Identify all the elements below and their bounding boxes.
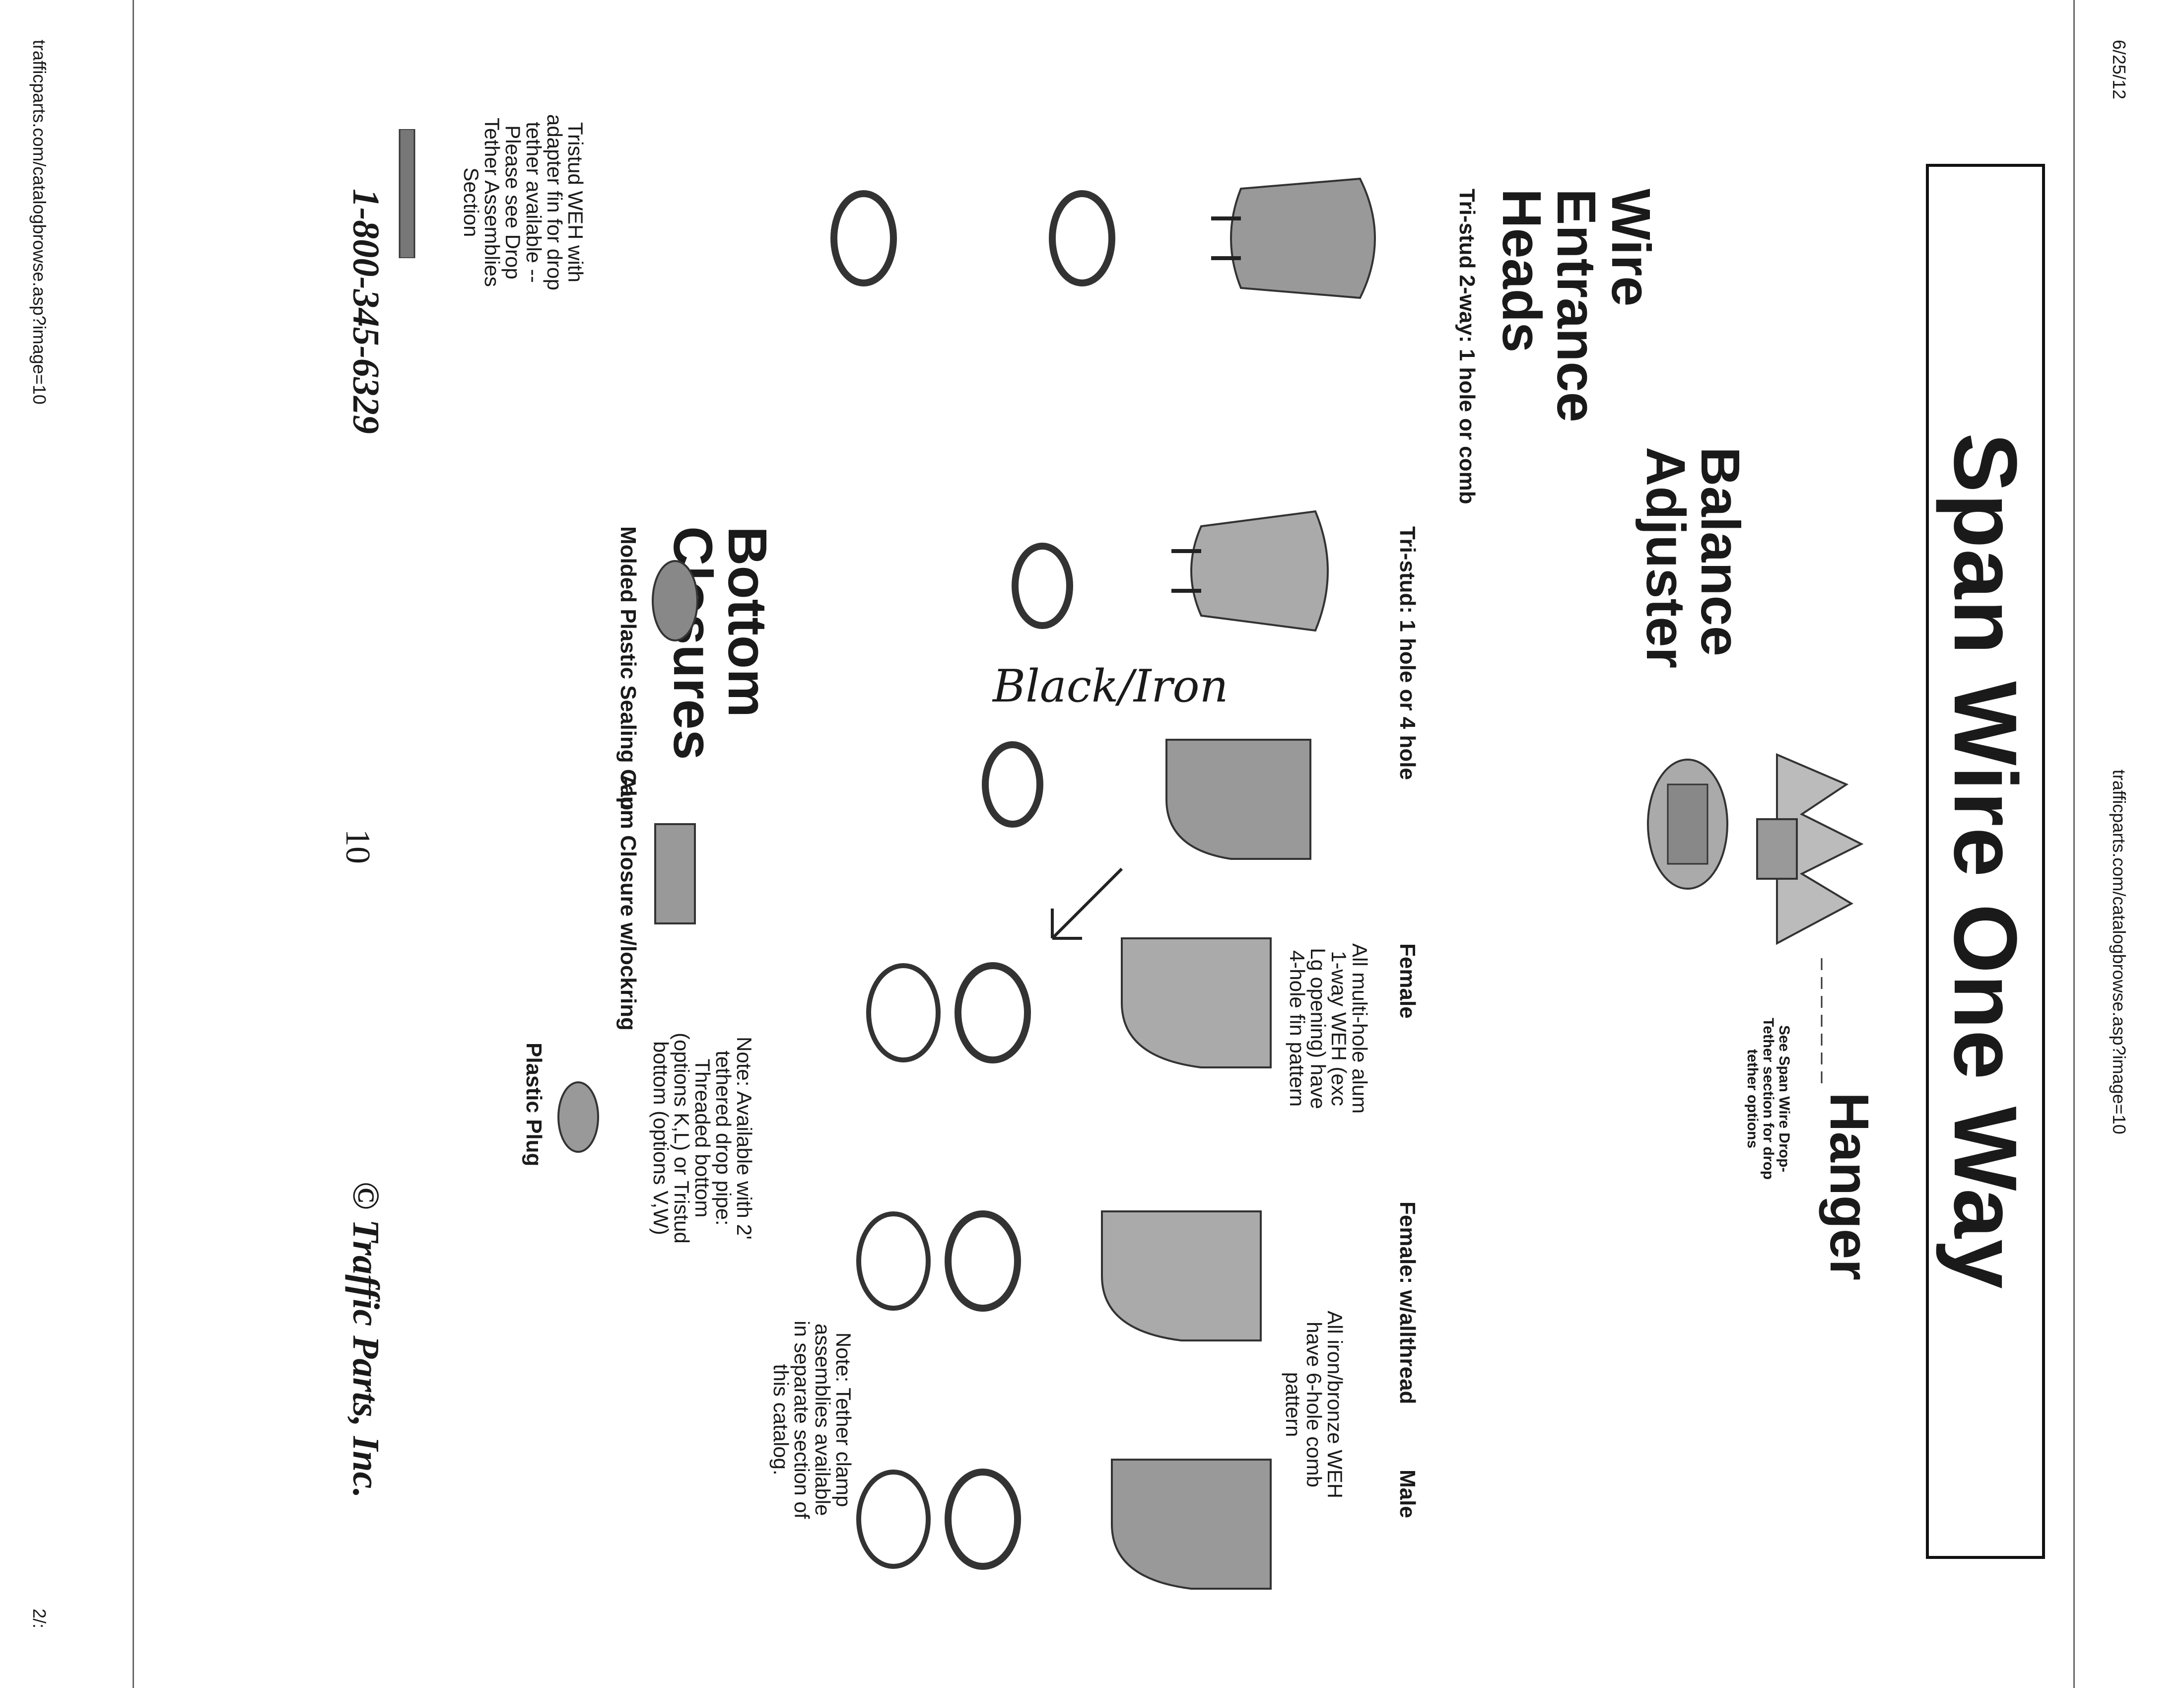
weh-heading-line3: Heads (1491, 189, 1552, 353)
print-url-footer: trafficparts.com/catalogbrowse.asp?image… (29, 40, 50, 405)
weh-heading-line1: Wire (1600, 189, 1661, 307)
label-male: Male (1395, 1470, 1420, 1518)
label-tristud: Tri-stud: 1 hole or 4 hole (1395, 526, 1420, 780)
bottom-closures-heading-line1: Bottom (717, 526, 778, 717)
print-url-header: trafficparts.com/catalogbrowse.asp?image… (2109, 770, 2129, 1134)
hanger-leader-line (1821, 958, 1823, 1087)
label-female-allthread: Female: w/allthread (1395, 1201, 1420, 1405)
label-alum-closure: Alum Closure w/lockring (616, 774, 640, 1031)
label-tristud-2way: Tri-stud 2-way: 1 hole or comb (1455, 189, 1479, 504)
alum-closure-illustration (654, 823, 696, 924)
balance-adjuster-heading-line2: Adjuster (1635, 447, 1696, 669)
note-tether-clamp: Note: Tether clamp assemblies available … (769, 1321, 855, 1519)
note-span-wire-drop: See Span Wire Drop- Tether section for d… (1744, 1018, 1792, 1180)
plastic-plug-illustration (557, 1081, 599, 1153)
page-title: Span Wire One Way (1935, 432, 2036, 1290)
balance-adjuster-heading-line1: Balance (1690, 447, 1751, 656)
phone-number: 1-800-345-6329 (345, 189, 387, 434)
hanger-heading: Hanger (1819, 1092, 1880, 1280)
page-title-box: Span Wire One Way (1926, 164, 2045, 1559)
balance-adjuster-illustration (1647, 759, 1728, 890)
female-head-illustration (1121, 937, 1272, 1068)
copyright: © Traffic Parts, Inc. (345, 1182, 387, 1498)
print-page-indicator: 2/: (29, 1609, 50, 1629)
header-divider (2073, 0, 2075, 1688)
gasket-ring-row (830, 190, 1115, 1570)
handwritten-annotation: Black/Iron (993, 660, 1228, 712)
female-allthread-head-illustration (1101, 1210, 1262, 1341)
weh-heading-line2: Entrance (1546, 189, 1607, 422)
footer-divider (133, 0, 134, 1688)
tristud-4hole-head-illustration (1165, 739, 1311, 860)
label-female: Female (1395, 943, 1420, 1019)
tristud-head-illustration (1171, 510, 1329, 632)
catalog-page-number: 10 (339, 829, 377, 864)
label-plastic-plug: Plastic Plug (522, 1043, 546, 1167)
hanger-illustration (1756, 753, 1864, 945)
handwritten-arrow (1051, 867, 1123, 940)
note-tethered-drop-pipe: Note: Available with 2' tethered drop pi… (649, 1033, 756, 1244)
print-date: 6/25/12 (2109, 40, 2129, 100)
male-head-illustration (1111, 1459, 1272, 1590)
label-molded-cap: Molded Plastic Sealing Cap (616, 526, 640, 811)
drop-tether-illustration (399, 129, 415, 258)
tristud-2way-head-illustration (1211, 177, 1376, 299)
note-tristud-weh: Tristud WEH with adapter fin for drop te… (460, 114, 587, 290)
molded-cap-illustration (652, 560, 698, 641)
